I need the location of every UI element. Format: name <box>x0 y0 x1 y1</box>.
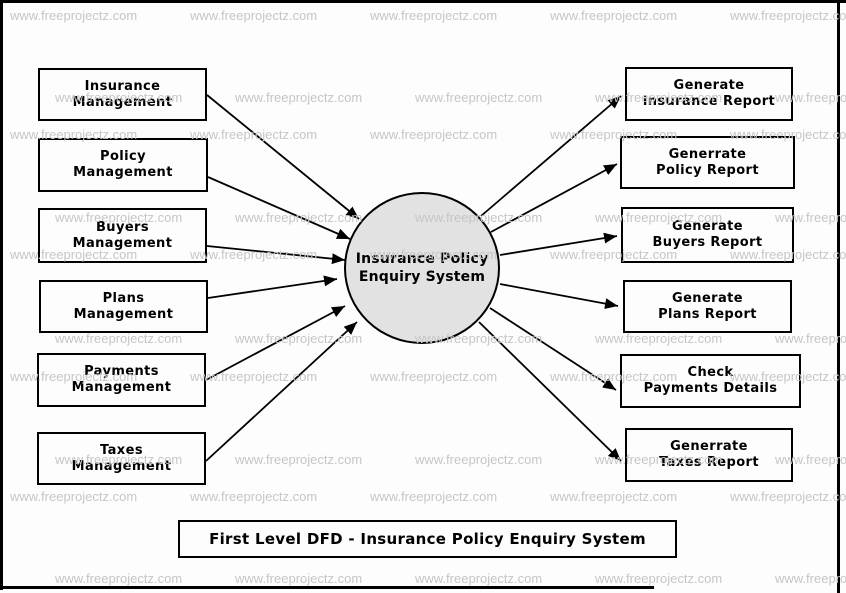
output-label-line: Generrate <box>668 146 747 162</box>
frame-border-left <box>0 0 3 590</box>
entity-label-line: Management <box>71 458 172 474</box>
entity-label-line: Payments <box>84 364 159 379</box>
entity-label-line: Management <box>73 306 174 322</box>
arrow-plans-management-to-system <box>207 275 338 299</box>
process-label-line: Enquiry System <box>358 269 486 285</box>
arrow-system-to-policy-report <box>490 163 618 233</box>
arrow-system-to-insurance-report <box>480 95 622 217</box>
diagram-title-box: First Level DFD - Insurance Policy Enqui… <box>178 520 677 558</box>
arrow-system-to-payments-details <box>489 307 617 391</box>
process-insurance-policy-enquiry-system: Insurance Policy Enquiry System <box>344 192 500 344</box>
output-check-payments-details: Check Payments Details <box>620 354 801 408</box>
output-generate-taxes-report: Generrate Taxes Report <box>625 428 793 482</box>
entity-payments-management: Payments Management <box>37 353 206 407</box>
output-label-line: Check <box>687 365 734 380</box>
output-label-line: Generrate <box>670 439 748 454</box>
output-label-line: Plans Report <box>658 306 757 322</box>
entity-label-line: Policy <box>100 149 146 164</box>
output-label-line: Generate <box>672 290 743 306</box>
output-label-line: insurance Report <box>642 94 776 109</box>
process-label-line: Insurance Policy <box>355 251 489 267</box>
diagram-title: First Level DFD - Insurance Policy Enqui… <box>209 530 646 548</box>
entity-label-line: Management <box>73 165 173 180</box>
entity-policy-management: Policy Management <box>38 138 208 192</box>
arrow-system-to-plans-report <box>499 283 619 310</box>
output-label-line: Policy Report <box>656 162 759 178</box>
entity-label-line: Management <box>72 235 173 251</box>
output-label-line: Buyers Report <box>652 235 763 250</box>
entity-taxes-management: Taxes Management <box>37 432 206 485</box>
arrow-policy-management-to-system <box>207 176 351 240</box>
entity-label-line: Management <box>72 94 173 110</box>
output-generate-buyers-report: Generate Buyers Report <box>621 207 794 263</box>
arrow-system-to-buyers-report <box>499 232 618 256</box>
entity-label-line: Plans <box>102 290 145 306</box>
arrow-payments-management-to-system <box>205 305 346 381</box>
entity-label-line: Taxes <box>100 442 143 458</box>
entity-label-line: Management <box>71 380 172 395</box>
arrow-buyers-management-to-system <box>206 245 346 265</box>
output-label-line: Generate <box>672 219 743 234</box>
arrow-system-to-taxes-report <box>478 321 622 462</box>
output-generate-insurance-report: Generate insurance Report <box>625 67 793 121</box>
entity-plans-management: Plans Management <box>39 280 208 333</box>
output-label-line: Taxes Report <box>659 455 759 470</box>
entity-label-line: Insurance <box>84 78 161 94</box>
output-generate-policy-report: Generrate Policy Report <box>620 136 795 189</box>
arrow-taxes-management-to-system <box>205 321 358 462</box>
frame-border-top <box>0 0 846 3</box>
entity-insurance-management: Insurance Management <box>38 68 207 121</box>
frame-border-bottom <box>0 586 654 589</box>
frame-border-right <box>837 0 840 593</box>
output-label-line: Payments Details <box>643 381 778 396</box>
arrow-insurance-management-to-system <box>206 94 360 220</box>
entity-label-line: Buyers <box>95 219 149 235</box>
output-label-line: Generate <box>673 78 745 93</box>
output-generate-plans-report: Generate Plans Report <box>623 280 792 333</box>
entity-buyers-management: Buyers Management <box>38 208 207 263</box>
